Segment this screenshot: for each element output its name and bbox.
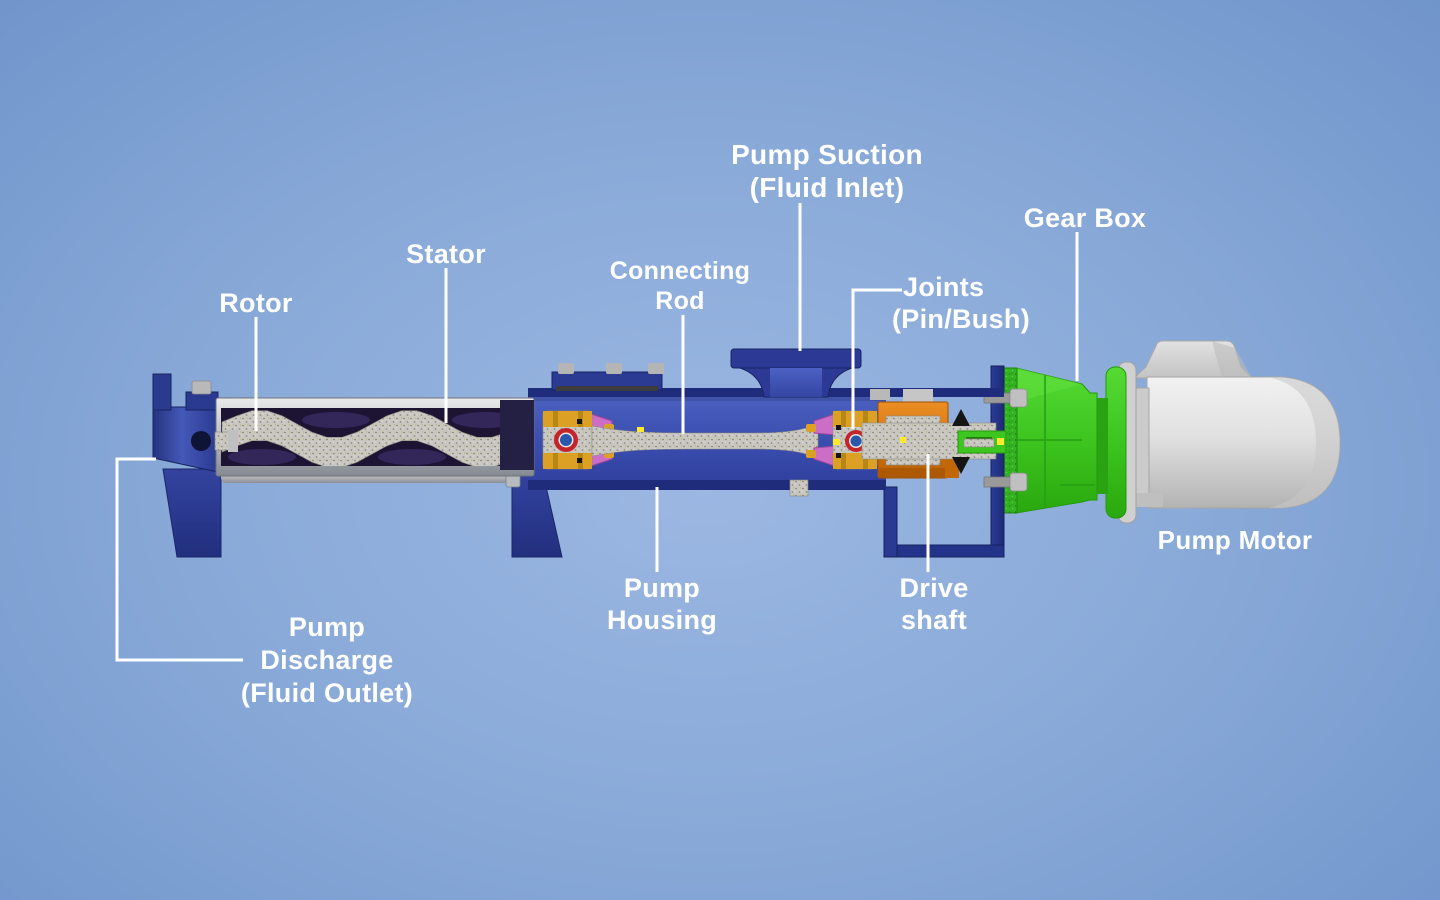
label-pump-motor-text: Pump Motor [1157,525,1313,555]
label-stator-text: Stator [406,239,486,269]
shaft-yellow-mark [900,437,906,443]
label-drive-shaft-line1: Drive [899,573,969,603]
suction-bore [770,368,822,397]
pump-discharge-leader-line [115,457,243,662]
frame-bottom-bar [883,544,1005,558]
housing-step-small [870,389,890,400]
oscillation-arrow-down [952,457,970,474]
label-drive-shaft-line2: shaft [900,605,968,635]
label-pump-discharge-line2: Discharge [260,645,394,675]
stator-group [214,397,535,488]
lantern-frame-group [883,365,1028,558]
joint-rotor-side-group [542,410,614,470]
joint2-yellow-mark [833,439,840,445]
label-connecting-rod: Connecting Rod [610,256,751,316]
rotor-helix [221,410,532,466]
label-pump-discharge-line3: (Fluid Outlet) [240,678,414,708]
rotor-stub-cap [228,430,238,452]
label-gear-box: Gear Box [1024,202,1146,234]
label-joints-line2: (Pin/Bush) [892,304,1030,334]
discharge-foot [162,468,222,558]
gearbox-output-disc [1105,366,1127,519]
housing-bottom-edge [528,480,886,490]
discharge-port-hole [191,431,211,451]
discharge-flange-shoulder [185,391,219,411]
bearing-top-boss [903,389,933,402]
label-gear-box-text: Gear Box [1023,203,1147,233]
label-pump-discharge-line1: Pump [288,612,366,642]
joint2-clamp-bottom [806,450,816,458]
motor-front-foot [1133,493,1163,507]
label-pump-housing: Pump Housing [607,572,717,636]
drive-shaft-group [861,401,1007,479]
label-joints-line1: Joints [903,272,985,302]
plate-bolt-1 [558,363,574,374]
oscillation-arrow-up [952,409,970,426]
label-pump-suction: Pump Suction (Fluid Inlet) [731,138,923,204]
joints-leader-line [851,288,902,429]
coupling-yellow-mark [997,438,1004,445]
flange-gasket [556,386,658,391]
label-connecting-rod-line2: Rod [655,287,705,315]
discharge-bolt [191,380,212,395]
plate-bolt-3 [648,363,664,374]
label-pump-housing-line1: Pump [623,573,701,603]
leader-lines [115,203,1079,662]
label-joints: Joints (Pin/Bush) [892,271,1030,335]
label-connecting-rod-line1: Connecting [609,257,751,285]
rod-yellow-mark [637,427,644,432]
suction-flange [730,348,862,369]
label-pump-housing-line2: Housing [606,605,718,635]
discharge-end-group [152,373,219,473]
label-drive-shaft: Drive shaft [899,572,968,636]
stator-end-block [500,400,534,470]
label-stator: Stator [406,238,486,270]
joint1-gold-cap-top [543,411,592,427]
joint1-pin [560,434,572,446]
pump-motor-group [1117,340,1341,524]
frame-left-bar [883,486,898,558]
flange-bolt-bottom [983,472,1028,492]
label-pump-suction-line1: Pump Suction [731,139,923,170]
label-rotor-text: Rotor [219,288,293,318]
discharge-flange-tab [152,373,172,411]
shaft-tongue [963,438,995,448]
plate-bolt-2 [606,363,622,374]
joint2-clamp-top [806,424,816,432]
label-rotor: Rotor [219,287,292,319]
label-pump-motor: Pump Motor [1158,524,1313,556]
label-pump-suction-line2: (Fluid Inlet) [749,172,905,203]
joint2-pin [850,435,862,447]
joint1-gold-cap-bottom [543,453,592,469]
drain-plug [789,479,809,497]
joint-drive-side-group [806,410,878,470]
gear-box-group [1003,366,1127,519]
label-pump-discharge: Pump Discharge (Fluid Outlet) [241,611,413,710]
